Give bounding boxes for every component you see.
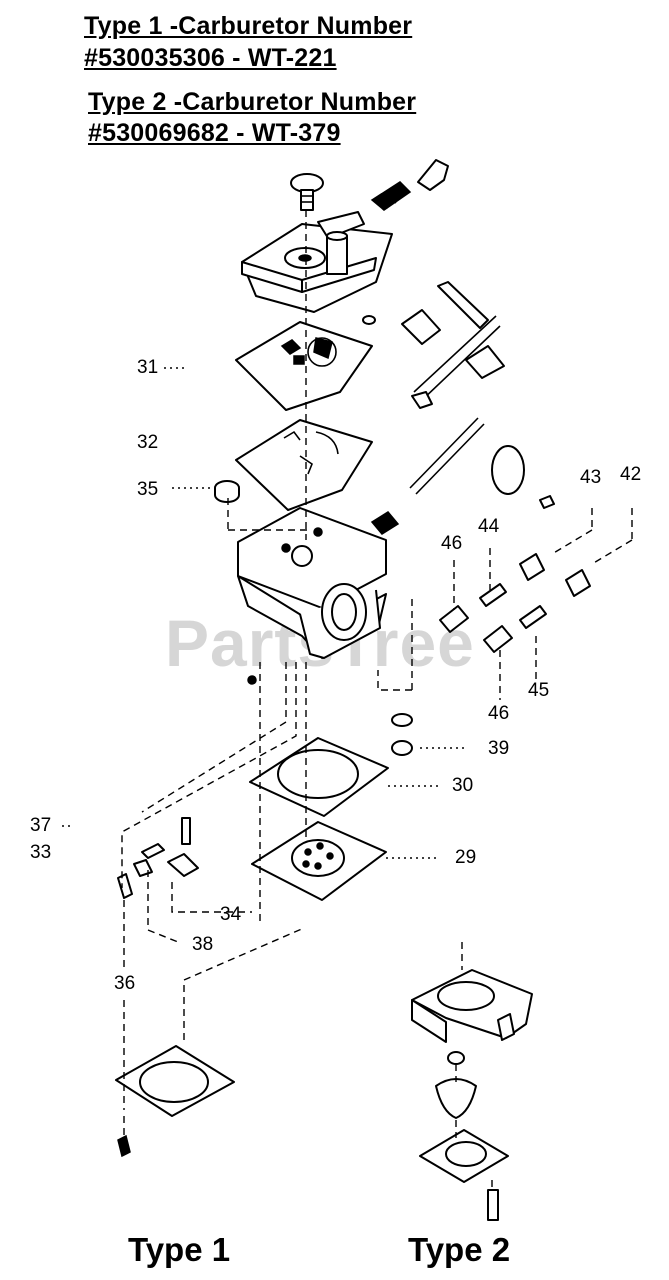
metering-lever-parts bbox=[117, 817, 199, 899]
callout-31: 31 bbox=[137, 357, 159, 378]
type2-assembly bbox=[411, 969, 533, 1221]
callout-42: 42 bbox=[620, 464, 642, 485]
type2-carburetor-title: Type 2 -Carburetor Number bbox=[88, 88, 417, 116]
callout-30: 30 bbox=[452, 775, 474, 796]
plug-39 bbox=[391, 713, 413, 756]
type1-carburetor-number: #530035306 - WT-221 bbox=[84, 44, 337, 72]
callout-37: 37 bbox=[30, 815, 52, 836]
throttle-assembly bbox=[362, 281, 555, 509]
callout-43: 43 bbox=[580, 467, 602, 488]
diaphragm-29 bbox=[251, 821, 387, 901]
callout-32: 32 bbox=[137, 432, 159, 453]
callout-44: 44 bbox=[478, 516, 500, 537]
callout-45: 45 bbox=[528, 680, 550, 701]
callout-39: 39 bbox=[488, 738, 510, 759]
diaphragm-32 bbox=[235, 419, 373, 511]
callout-36: 36 bbox=[114, 973, 136, 994]
top-screw bbox=[290, 173, 324, 211]
callout-35: 35 bbox=[137, 479, 159, 500]
callout-29: 29 bbox=[455, 847, 477, 868]
callout-33: 33 bbox=[30, 842, 52, 863]
idle-adjust-screw bbox=[370, 159, 449, 211]
carburetor-body bbox=[237, 507, 400, 685]
type1-carburetor-title: Type 1 -Carburetor Number bbox=[84, 12, 413, 40]
type2-label: Type 2 bbox=[408, 1231, 511, 1268]
washer-35 bbox=[214, 480, 240, 503]
type2-carburetor-number: #530069682 - WT-379 bbox=[88, 119, 341, 147]
gasket-31 bbox=[235, 321, 373, 411]
callout-46-upper: 46 bbox=[441, 533, 463, 554]
callout-34: 34 bbox=[220, 904, 242, 925]
type1-cover bbox=[115, 1045, 235, 1158]
pump-cover bbox=[241, 211, 393, 313]
leader-lines bbox=[62, 210, 633, 1190]
callout-46-lower: 46 bbox=[488, 703, 510, 724]
gasket-30 bbox=[249, 737, 389, 817]
callout-38: 38 bbox=[192, 934, 214, 955]
type1-label: Type 1 bbox=[128, 1231, 231, 1268]
adjust-needles bbox=[439, 553, 591, 653]
